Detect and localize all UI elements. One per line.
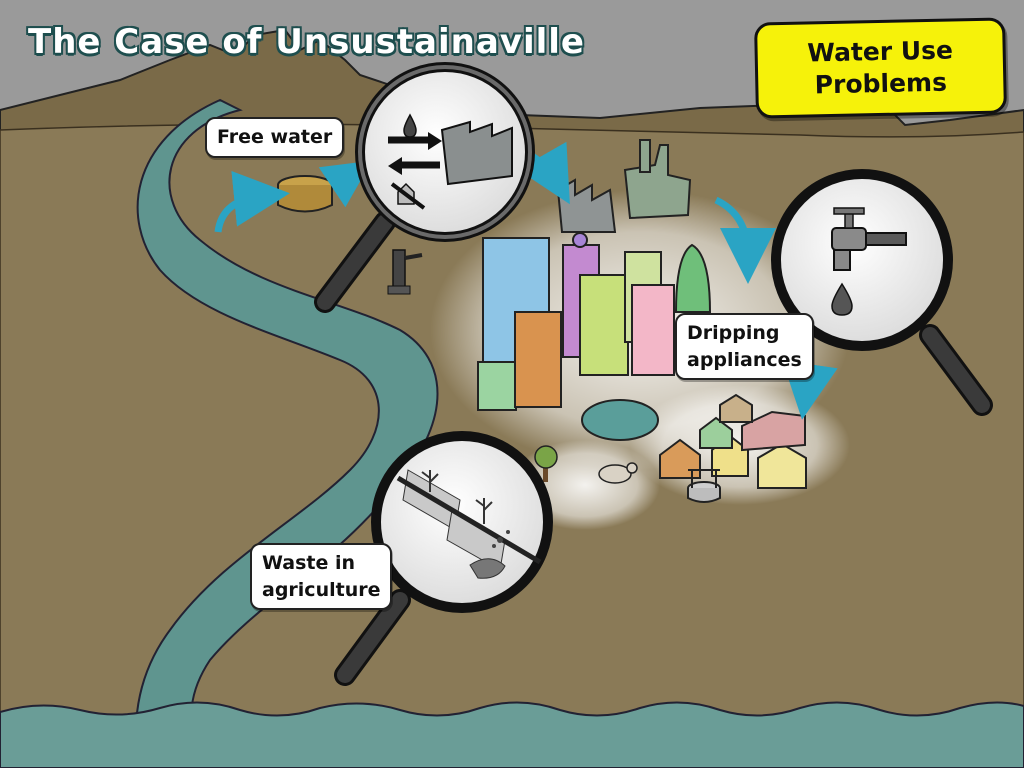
dripping-label-line-1: Dripping: [687, 322, 780, 344]
topic-badge: Water Use Problems: [754, 17, 1007, 119]
page-title: The Case of Unsustainaville: [28, 22, 585, 62]
magnifier-icon-free-water: [314, 62, 535, 313]
badge-line-2: Problems: [814, 67, 948, 100]
waste-label-line-2: agriculture: [262, 578, 381, 601]
tree-icon: [534, 445, 558, 482]
well-icon: [687, 469, 721, 503]
village-houses: [659, 393, 807, 489]
arrow-to-faucet: [714, 196, 776, 284]
factory-icon: [556, 139, 692, 233]
free-water-label: Free water: [217, 126, 333, 148]
free-water-callout: Free water: [205, 117, 345, 158]
pond: [581, 399, 659, 441]
city-buildings: [477, 232, 712, 411]
cow-icon: [598, 462, 638, 484]
magnifier-icon-agriculture: [334, 431, 553, 686]
waste-label-line-1: Waste in: [262, 552, 356, 574]
water-tank-icon: [277, 175, 333, 213]
arrow-river-to-tank: [214, 170, 290, 233]
magnifier-icon-dripping: [771, 169, 993, 416]
waste-agriculture-callout: Waste in agriculture: [250, 543, 393, 611]
dripping-appliances-callout: Dripping appliances: [675, 313, 814, 381]
water-drop-icon: [831, 282, 853, 316]
dripping-label-line-2: appliances: [687, 348, 802, 371]
faucet-icon: [831, 207, 907, 271]
arrow-tank-to-lens: [318, 160, 372, 208]
badge-line-1: Water Use: [807, 34, 954, 68]
bottom-water: [0, 701, 1024, 768]
hand-pump-icon: [387, 249, 423, 295]
